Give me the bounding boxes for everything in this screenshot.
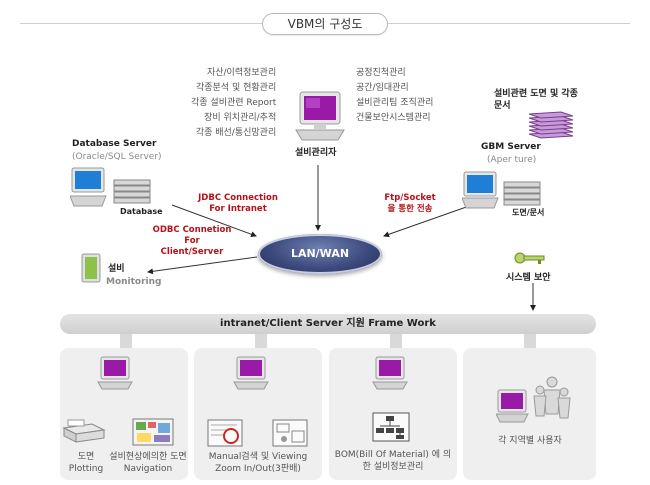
gbm-docs-label: 설비관련 도면 및 각종문서 <box>494 89 578 111</box>
zoom-view-icon <box>272 419 308 447</box>
admin-label: 설비관리자 <box>295 148 337 158</box>
users-caption: 각 지역별 사용자 <box>498 436 562 446</box>
bom-tree-icon <box>372 412 410 442</box>
gbm-server-icon <box>462 171 541 209</box>
plotting-caption: 도면 Plotting <box>68 452 104 474</box>
plotter-icon <box>62 419 106 443</box>
monitoring-label: 설비 <box>108 264 125 274</box>
admin-right-item: 설비관리팀 조직관리 <box>356 98 434 108</box>
admin-left-item: 각종 배선/통신망관리 <box>195 128 277 138</box>
admin-right-item: 공정진척관리 <box>356 68 406 78</box>
admin-computer-icon <box>295 91 345 141</box>
ftp-connection-label: Ftp/Socket을 통한 전송 <box>384 193 436 214</box>
panel-connector <box>255 334 267 348</box>
regional-users-icon <box>496 376 571 423</box>
panel-connector <box>524 334 536 348</box>
navigation-map-icon <box>132 418 174 446</box>
panel-users <box>463 348 596 480</box>
jdbc-connection-label: JDBC Connection For Intranet <box>198 193 278 214</box>
title-rule-right <box>387 23 630 24</box>
admin-left-item: 자산/이력정보관리 <box>206 68 277 78</box>
monitoring-device-icon <box>81 253 101 283</box>
computer-icon <box>97 356 133 390</box>
database-server-icon <box>70 167 151 207</box>
admin-left-item: 장비 위치관리/추적 <box>204 113 277 123</box>
navigation-caption: 설비현상에의한 도면 Navigation <box>109 452 187 474</box>
admin-right-list: 공정진척관리 공간/임대관리 설비관리팀 조직관리 건물보안시스템관리 <box>356 66 433 126</box>
security-label: 시스템 보안 <box>506 273 551 283</box>
admin-right-item: 건물보안시스템관리 <box>356 113 431 123</box>
diagram-title: VBM의 구성도 <box>262 13 388 35</box>
admin-right-item: 공간/임대관리 <box>356 83 409 93</box>
viewing-caption: Manual검색 및 Viewing Zoom In/Out(3판배) <box>208 452 308 474</box>
admin-left-item: 각종분석 및 현황관리 <box>196 83 277 93</box>
odbc-connection-label: ODBC Connetion For Client/Server <box>152 225 232 257</box>
panel-connector <box>120 334 132 348</box>
gbm-server-sub: (Aper ture) <box>487 155 537 165</box>
monitoring-sub: Monitoring <box>106 277 162 287</box>
database-server-sub: (Oracle/SQL Server) <box>72 152 162 162</box>
gbm-storage-label: 도면/문서 <box>512 208 545 217</box>
documents-stack-icon <box>528 111 574 139</box>
framework-bar: intranet/Client Server 지원 Frame Work <box>60 314 596 334</box>
database-storage-label: Database <box>120 207 163 216</box>
computer-icon <box>372 356 408 390</box>
database-server-name: Database Server <box>72 139 157 149</box>
computer-icon <box>233 356 269 390</box>
panel-connector <box>390 334 402 348</box>
gbm-server-name: GBM Server <box>481 142 541 152</box>
bom-caption: BOM(Bill Of Material) 에 의한 설비정보관리 <box>334 450 452 472</box>
lan-wan-node: LAN/WAN <box>258 234 382 274</box>
drawing-view-icon <box>207 419 243 447</box>
title-rule-left <box>20 23 262 24</box>
admin-left-item: 각종 설비관련 Report <box>191 98 277 108</box>
key-icon <box>514 252 545 264</box>
admin-left-list: 자산/이력정보관리 각종분석 및 현황관리 각종 설비관련 Report 장비 … <box>191 66 276 141</box>
